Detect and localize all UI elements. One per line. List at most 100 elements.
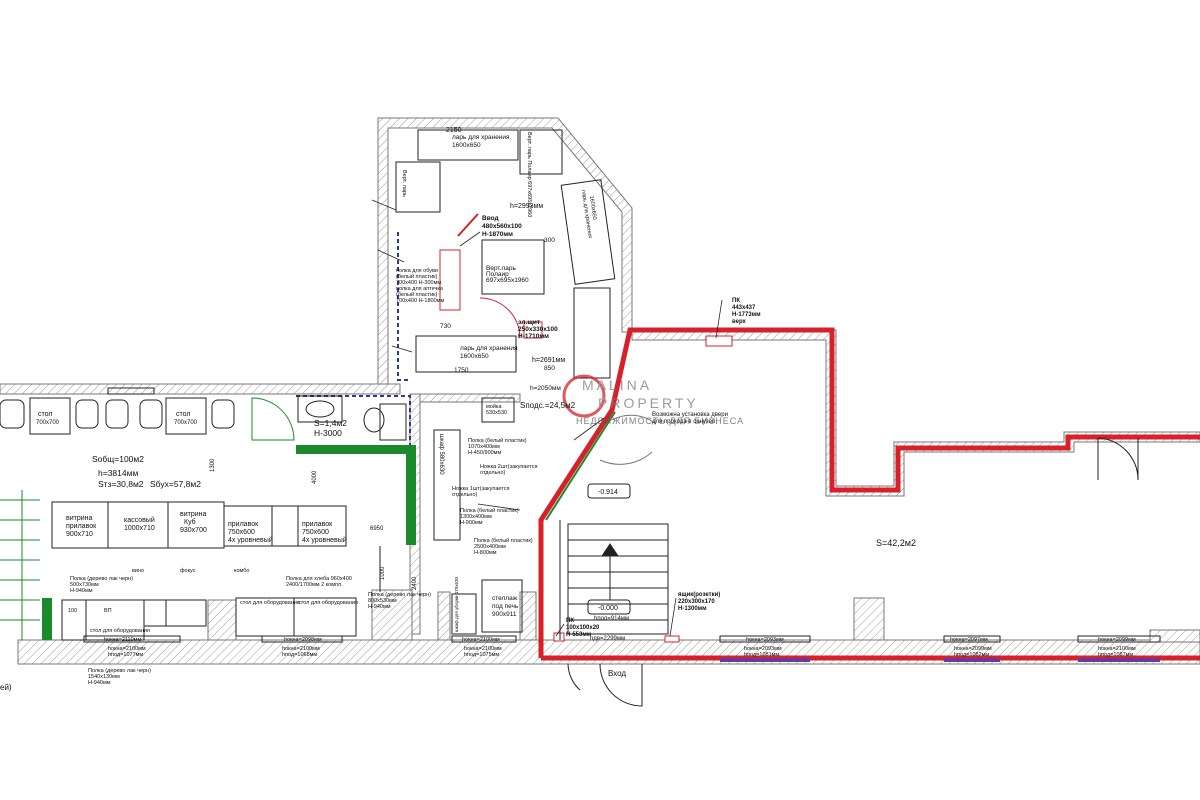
window-1-tag: hокна=2110мм: [104, 637, 141, 643]
leg2-label-b: отдельно): [480, 470, 506, 476]
input-height: Н-1870мм: [482, 231, 513, 238]
sink-label: мойка: [486, 403, 502, 410]
window-2-top: hокна=2100мм: [282, 646, 320, 652]
pk-top-height: Н-1773мм: [732, 312, 761, 318]
counter4-size: 750х600: [228, 529, 255, 536]
counter3-sub: Куб: [184, 518, 196, 526]
shelf3-label: Полка (белый пластик): [474, 537, 533, 544]
prep-area: Sподс.=24,5м2: [520, 401, 576, 410]
shelf2-height: Н-900мм: [460, 520, 483, 526]
rack-sub: под печь: [492, 603, 519, 610]
shelf-wood3-label: Полка (дерево лак черн): [88, 668, 151, 674]
annex-furniture: [395, 129, 616, 423]
rack-side: шкаф для уборки 470х630: [454, 577, 459, 632]
storage-chest-top-label: ларь для хранения: [452, 134, 510, 141]
el-panel-label: эл.щит: [518, 319, 540, 326]
annex-labels: 2150 ларь для хранения 1600х650 h=2993мм…: [396, 127, 565, 392]
pk-top-position: верх: [732, 319, 747, 325]
counter2-size: 1000х710: [124, 525, 155, 532]
shelf-wood3-size: 1540х130мм: [88, 674, 120, 680]
dim-1300: 1300: [210, 458, 216, 472]
shelf-shoes-size: 700х400 Н-300мм: [396, 280, 441, 286]
main-hall-labels: стол 700х700 стол 700х700 S=1,4м2 Н-3000…: [36, 411, 384, 544]
rack-size: 900х911: [492, 611, 517, 618]
sink-size: 530х530: [486, 410, 507, 416]
box-height: Н-1300мм: [678, 606, 707, 612]
pk-top-label: ПК: [732, 298, 740, 304]
hall-rotated-dims: 1300 4000 1000 2400 шкаф 580х630: [210, 434, 444, 590]
storage-chest-top-size: 1600х650: [452, 142, 481, 149]
pk-bottom-size: 100х100х20: [566, 625, 600, 631]
window-6-bottom: hпод=1087мм: [1098, 652, 1133, 658]
hall-height: h=3814мм: [98, 468, 138, 478]
label-fokus: фокус: [180, 568, 196, 574]
annex-height: h=2993мм: [510, 203, 543, 210]
stairs: [559, 520, 669, 640]
label-kombo: комбо: [234, 568, 249, 574]
dim-1000: 1000: [380, 566, 386, 580]
shelf-wood2-size: 800х530мм: [368, 598, 397, 604]
label-vino: вино: [132, 568, 144, 574]
equip-table-1: стол для оборудования: [90, 628, 150, 634]
pk-bottom-label: ПК: [566, 618, 574, 624]
dim-2050: h=2050мм: [530, 385, 561, 392]
pk-top-size: 443х437: [732, 305, 756, 311]
table1-label: стол: [38, 411, 52, 418]
watermark-brand-line2: PROPERTY: [598, 395, 699, 411]
counter3-size: 930х700: [180, 527, 207, 534]
area-bukh: Sбух=57,8м2: [150, 479, 201, 489]
shelf-wood3-height: Н-940мм: [88, 680, 111, 686]
green-partition: [0, 397, 416, 640]
shelf-pharmacy: полка для аптечки: [396, 286, 443, 292]
area-tz: Sтз=30,8м2: [98, 479, 144, 489]
counter4-name: прилавок: [228, 521, 259, 528]
window-2-tag: hокна=2098мм: [284, 637, 322, 643]
dim-6950: 6950: [370, 526, 384, 532]
counter3-name: витрина: [180, 511, 207, 518]
table2-size: 700х700: [174, 420, 198, 426]
shelf-pharmacy-material: (белый пластик): [396, 291, 438, 298]
storage-right-size: 1600х650: [588, 195, 597, 220]
door-height: hдв=2299мм: [590, 636, 625, 642]
counter1-size: 900х710: [66, 531, 93, 538]
vert-chest-label: Верт. ларь Полаир 697х695х1960: [526, 132, 532, 217]
window-5-top: hокна=2099мм: [954, 646, 992, 652]
window-3-bottom: hпод=1075мм: [464, 652, 499, 658]
bread-shelf-2: 2400/1700мм 2 компл.: [286, 582, 343, 588]
edge-fragment: ей): [0, 683, 12, 692]
dim-1750: 1750: [454, 367, 469, 374]
window-5-tag: hокна=2097мм: [950, 637, 988, 643]
level-markers: [587, 483, 631, 615]
small-label-100: 100: [68, 608, 77, 614]
window-6-top: hокна=2100мм: [1098, 646, 1136, 652]
table2-label: стол: [176, 411, 190, 418]
leg2-label: Ножка 2шт(закупается: [480, 464, 538, 470]
area-total: Sобщ=100м2: [92, 454, 144, 464]
input-size: 480х560х100: [482, 223, 522, 230]
window-6-tag: hокна=2099мм: [1098, 637, 1136, 643]
dim-730: 730: [440, 323, 451, 330]
vert-chest2-label: Верт.ларь: [486, 265, 517, 272]
watermark-tagline: НЕДВИЖИМОСТЬ ДЛЯ БИЗНЕСА: [576, 416, 744, 426]
counter5-name: прилавок: [302, 521, 333, 528]
bread-shelf: Полка для хлеба 960х400: [286, 576, 352, 582]
equip-table-3: стол для оборудования: [298, 600, 358, 606]
vert-chest2-brand: Полаир: [486, 271, 509, 278]
equip-table-2: стол для оборудования: [240, 600, 300, 606]
counter1-sub: прилавок: [66, 523, 97, 530]
storage-bottom-label: ларь для хранения: [460, 345, 518, 352]
window-4-top: hокна=2093мм: [744, 646, 782, 652]
shelf-wood2-height: Н-940мм: [368, 604, 391, 610]
shelf-pharmacy-size: 700х400 Н-1800мм: [396, 298, 444, 304]
wc-height: Н-3000: [314, 428, 342, 438]
vert-chest2-size: 697х695х1960: [486, 277, 529, 284]
window-1-top: hокна=2100мм: [108, 646, 146, 652]
shelf-shoes-material: (белый пластик): [396, 273, 438, 280]
window-3-top: hокна=2100мм: [464, 646, 502, 652]
dim-300: 300: [544, 237, 555, 244]
window-labels: hокна=2110мм hокна=2098мм hокна=2100мм h…: [104, 637, 1136, 658]
shelf-wood2-label: Полка (дерево лак черн): [368, 592, 431, 598]
dim-2400: 2400: [412, 576, 418, 590]
prep-labels: мойка 530х530 Sподс.=24,5м2 Полка (белый…: [452, 401, 576, 556]
shelf-wood-size: 500х730мм: [70, 582, 99, 588]
